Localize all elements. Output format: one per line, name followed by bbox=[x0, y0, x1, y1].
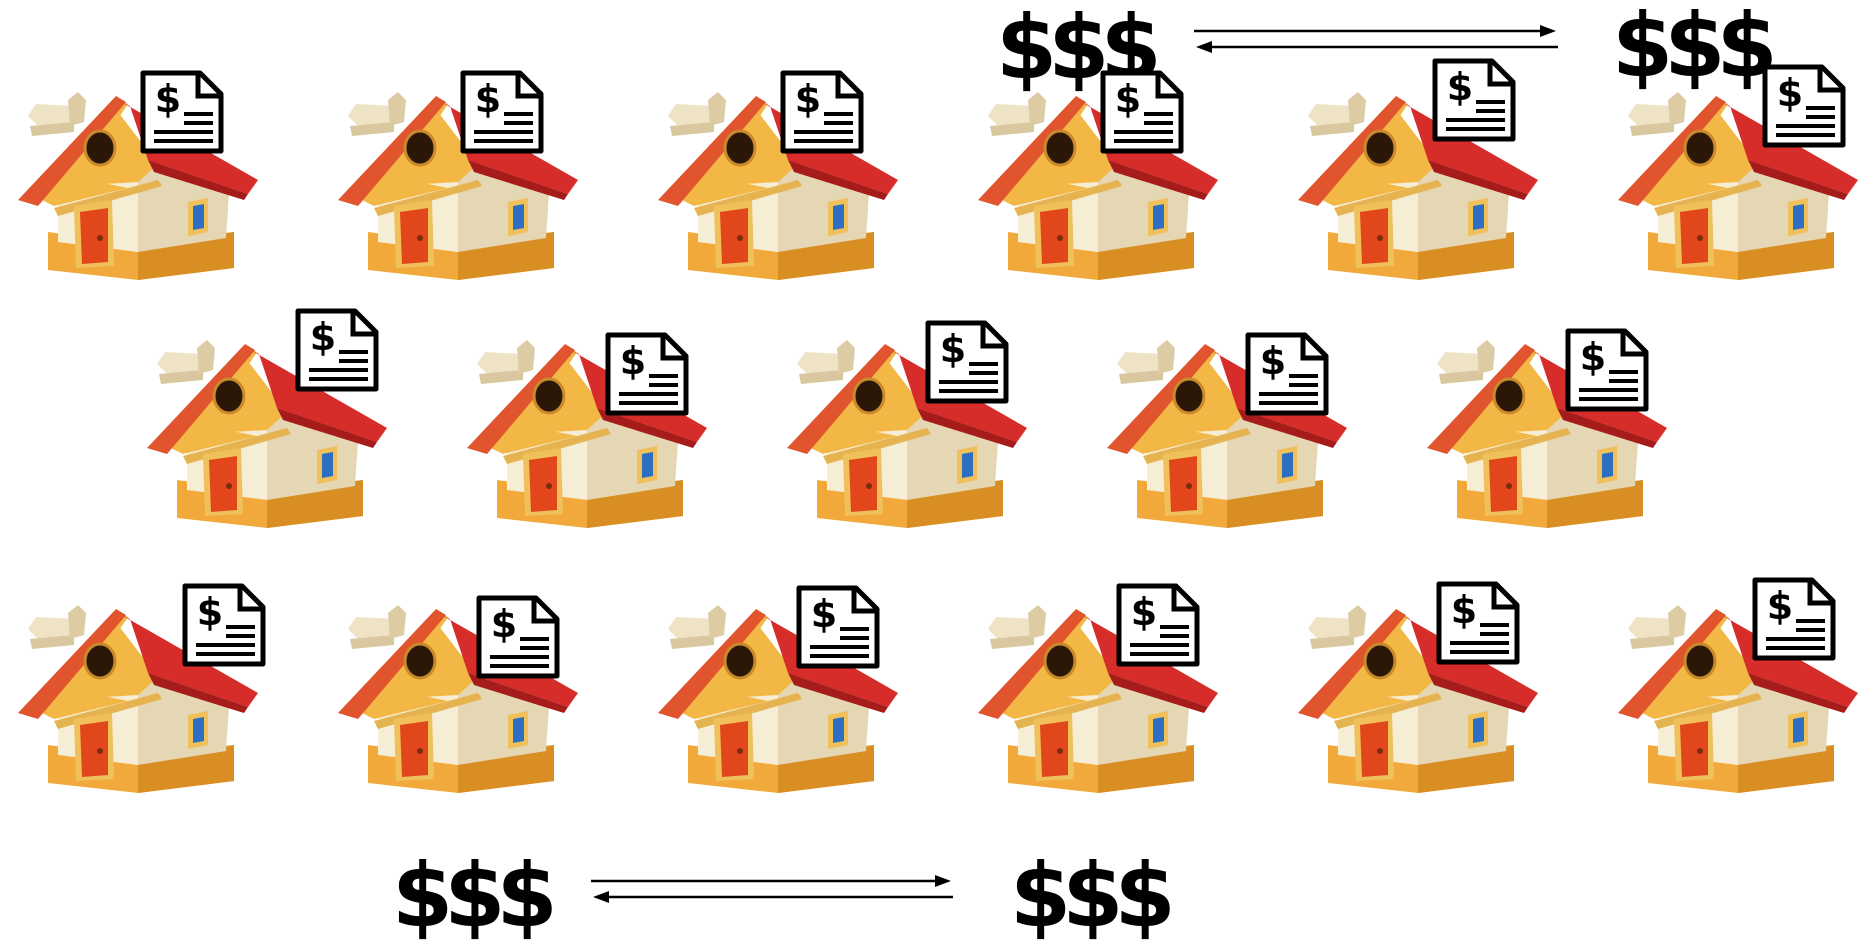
double-arrow-icon-bottom bbox=[589, 872, 955, 906]
invoice-icon bbox=[796, 585, 880, 669]
double-arrow-icon-top bbox=[1192, 22, 1560, 56]
invoice-icon bbox=[1436, 581, 1520, 665]
invoice-icon bbox=[1762, 64, 1846, 148]
invoice-icon bbox=[780, 70, 864, 154]
invoice-icon bbox=[1752, 577, 1836, 661]
invoice-icon bbox=[476, 595, 560, 679]
invoice-icon bbox=[605, 332, 689, 416]
house-icon bbox=[328, 82, 586, 282]
invoice-icon bbox=[1565, 328, 1649, 412]
invoice-icon bbox=[1100, 70, 1184, 154]
invoice-icon bbox=[1245, 332, 1329, 416]
money-label-bottom-left: $$$ bbox=[392, 852, 549, 940]
house-icon bbox=[648, 82, 906, 282]
invoice-icon bbox=[182, 583, 266, 667]
invoice-icon bbox=[140, 70, 224, 154]
invoice-icon bbox=[295, 308, 379, 392]
house-icon bbox=[8, 82, 266, 282]
money-label-bottom-right: $$$ bbox=[1010, 852, 1167, 940]
invoice-icon bbox=[1432, 58, 1516, 142]
invoice-icon bbox=[1116, 583, 1200, 667]
house-icon bbox=[968, 82, 1226, 282]
money-label-top-right: $$$ bbox=[1612, 2, 1769, 90]
invoice-icon bbox=[460, 70, 544, 154]
invoice-icon bbox=[925, 320, 1009, 404]
